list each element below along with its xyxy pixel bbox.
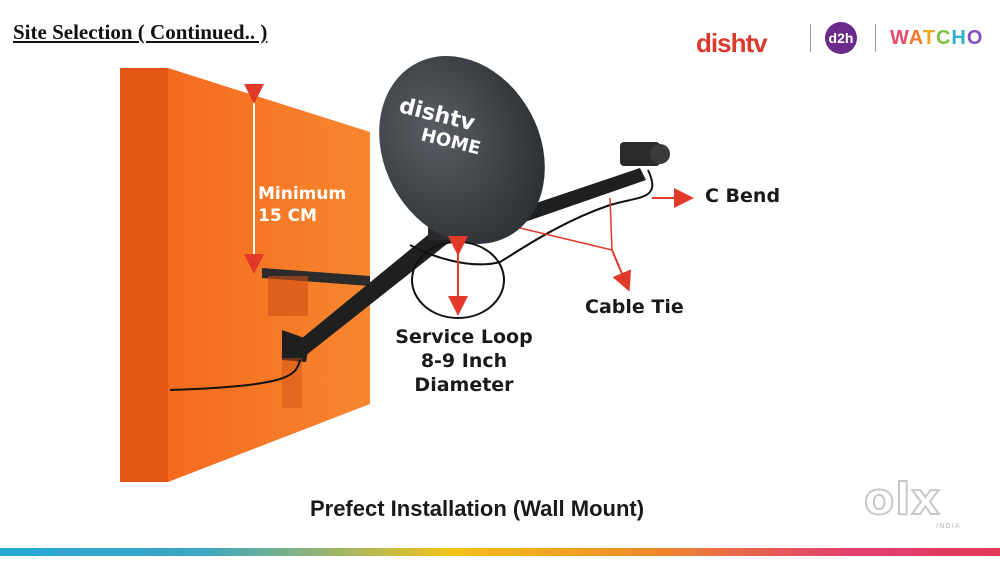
- c-bend-label: C Bend: [705, 185, 781, 207]
- cable-tie-line-2: [609, 197, 613, 251]
- minimum-distance-label: Minimum 15 CM: [258, 183, 346, 227]
- cable-tie-label: Cable Tie: [585, 296, 684, 318]
- wall: [120, 68, 370, 482]
- service-loop-label: Service Loop 8-9 Inch Diameter: [378, 325, 550, 397]
- minimum-line-2: 15 CM: [258, 206, 317, 226]
- main-arm-bracket: [282, 330, 310, 362]
- brand-logos: dishtv d2h WATCHO: [690, 18, 984, 62]
- caption: Prefect Installation (Wall Mount): [309, 496, 645, 521]
- dishtv-logo: dishtv: [696, 28, 768, 58]
- logo-divider: [810, 24, 811, 52]
- wall-side: [120, 68, 168, 482]
- minimum-line-1: Minimum: [258, 184, 347, 204]
- page-title: Site Selection ( Continued.. ): [13, 20, 268, 44]
- lnb: [620, 142, 660, 166]
- upper-arm-bracket: [268, 276, 308, 316]
- dish: [379, 56, 545, 244]
- service-loop-line-3: Diameter: [414, 374, 514, 396]
- olx-watermark: olx: [863, 473, 941, 526]
- service-loop-line-1: Service Loop: [395, 326, 533, 348]
- bottom-color-bar: [0, 548, 1000, 556]
- watcho-logo: WATCHO: [890, 27, 984, 49]
- upper-arm: [262, 268, 370, 286]
- main-arm: [290, 225, 452, 360]
- service-loop-line-2: 8-9 Inch: [420, 350, 508, 372]
- d2h-logo: d2h: [825, 22, 857, 54]
- logo-divider: [875, 24, 876, 52]
- cable-tie-line-1: [519, 227, 613, 251]
- cable-down: [169, 359, 301, 391]
- cable-tie-arrow: [611, 249, 632, 292]
- olx-watermark-sub: INDIA: [936, 522, 961, 530]
